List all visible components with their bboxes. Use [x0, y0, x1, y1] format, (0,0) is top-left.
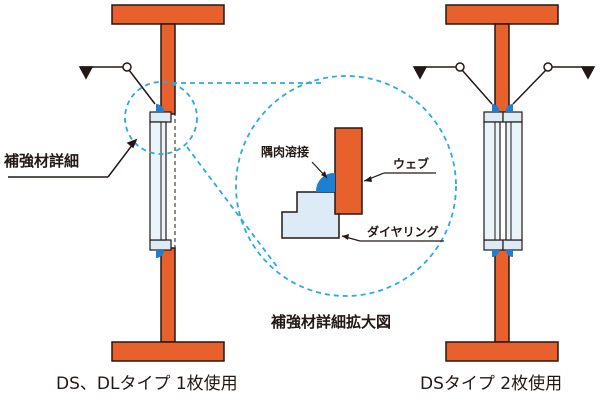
right-weld-symbol-right — [512, 62, 596, 105]
detail-callout-label: 補強材詳細 — [4, 152, 80, 170]
right-ring-top-right — [502, 111, 523, 123]
left-top-flange — [111, 4, 225, 25]
left-bottom-flange — [111, 341, 225, 362]
web-plate — [334, 127, 363, 215]
left-ring-top — [149, 111, 172, 123]
right-lower-web — [494, 247, 510, 343]
left-weld-bottom — [156, 250, 164, 258]
right-stiffener-right — [505, 121, 523, 241]
right-weld-bottom-left — [492, 250, 499, 257]
right-bottom-flange — [445, 341, 559, 362]
diaphragm-ring-label: ダイヤリング — [367, 225, 439, 239]
right-ring-bottom-right — [502, 239, 523, 251]
detail-callout-arrow — [8, 138, 138, 178]
web-label: ウェブ — [393, 157, 430, 171]
left-upper-web — [160, 23, 176, 115]
right-weld-symbol-left — [412, 62, 493, 105]
fillet-weld-label: 隅肉溶接 — [261, 145, 310, 159]
enlarged-detail — [281, 127, 444, 242]
right-stiffener-left — [483, 121, 501, 241]
left-weld-top — [156, 104, 164, 112]
right-caption: DSタイプ 2枚使用 — [420, 374, 563, 394]
right-weld-top-left — [492, 103, 500, 112]
fillet-weld — [315, 172, 335, 192]
detail-circle-small — [124, 81, 198, 155]
right-top-flange — [445, 4, 559, 25]
enlarged-detail-title: 補強材詳細拡大図 — [271, 313, 392, 331]
zoom-line-bottom — [186, 146, 279, 269]
right-ring-top-left — [483, 111, 504, 123]
detail-circle-large — [235, 75, 457, 297]
left-caption: DS、DLタイプ 1枚使用 — [56, 374, 238, 394]
left-ring-bottom — [149, 239, 172, 251]
left-lower-web — [160, 247, 176, 343]
ring-block — [281, 191, 340, 239]
right-weld-bottom-right — [506, 250, 513, 257]
right-beam — [445, 4, 559, 362]
right-upper-web — [494, 23, 510, 115]
right-ring-bottom-left — [483, 239, 504, 251]
left-beam — [111, 4, 225, 362]
right-weld-top-right — [505, 103, 513, 112]
left-weld-symbol — [78, 62, 156, 105]
left-stiffener — [149, 121, 167, 241]
